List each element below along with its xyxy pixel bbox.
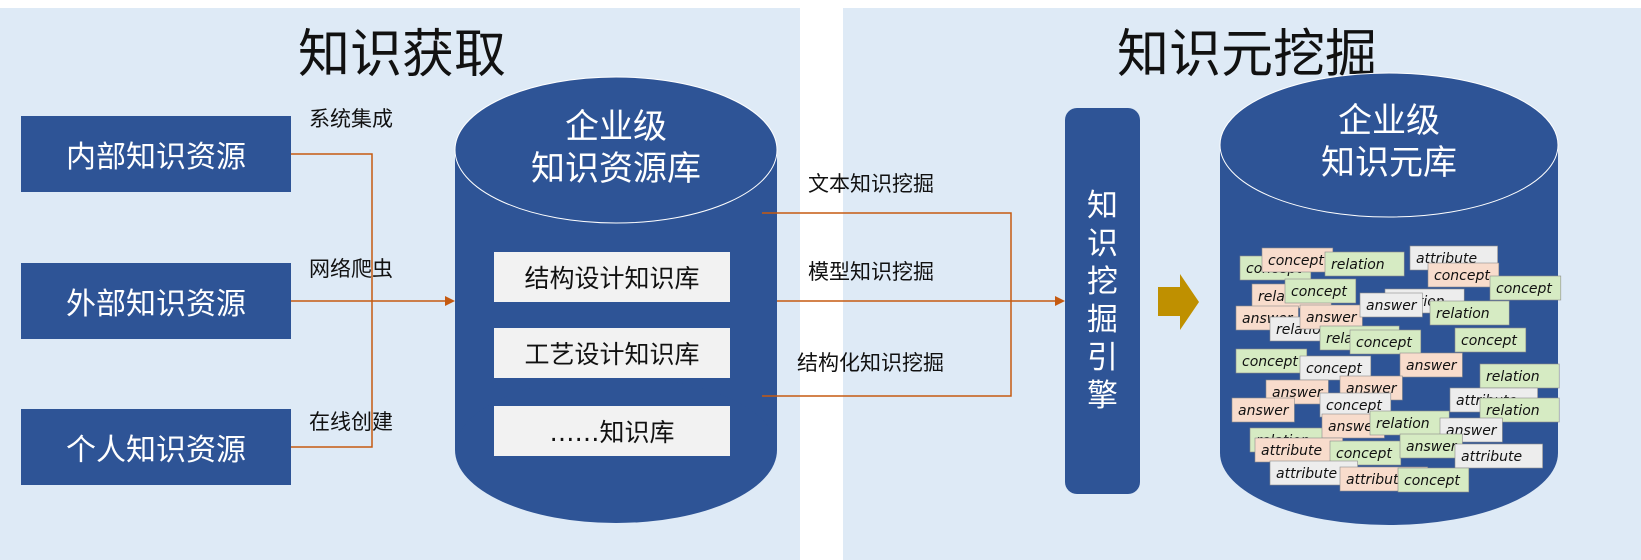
knowledge-element-card: concept	[1349, 329, 1422, 355]
card-label: relation	[1331, 257, 1385, 273]
card-label: relation	[1436, 306, 1490, 322]
card-background	[1261, 247, 1334, 273]
knowledge-element-card: concept	[1284, 278, 1357, 304]
card-label: answer	[1328, 419, 1380, 435]
knowledge-element-card: concept	[1235, 348, 1308, 374]
mining-connector	[762, 212, 1065, 397]
card-background	[1284, 278, 1357, 304]
card-label: attribute	[1461, 449, 1522, 465]
card-label: concept	[1268, 253, 1324, 269]
card-label: concept	[1242, 354, 1298, 370]
card-background	[1454, 443, 1543, 469]
knowledge-element-card: concept	[1397, 467, 1470, 493]
knowledge-element-card: concept	[1427, 262, 1500, 288]
internal-knowledge-source-box: 内部知识资源	[21, 116, 291, 192]
engine-char: 擎	[1087, 378, 1118, 414]
engine-char: 挖	[1087, 264, 1118, 300]
engine-char: 识	[1087, 226, 1118, 262]
knowledge-element-card: attribute	[1454, 443, 1543, 469]
knowledge-element-database-title-line1: 企业级	[1338, 101, 1440, 141]
knowledge-element-card: attribute	[1254, 437, 1343, 463]
card-background	[1349, 329, 1422, 355]
card-background	[1439, 417, 1503, 443]
card-label: relation	[1376, 416, 1430, 432]
engine-char: 掘	[1087, 302, 1118, 338]
knowledge-element-card: concept	[1489, 275, 1562, 301]
mining-title: 知识元挖掘	[1117, 25, 1378, 85]
card-label: answer	[1272, 385, 1324, 401]
card-label: answer	[1366, 298, 1418, 314]
knowledge-element-card: concept	[1454, 327, 1527, 353]
method-label-system-integration: 系统集成	[309, 107, 393, 131]
knowledge-element-card: answer	[1299, 304, 1363, 330]
knowledge-element-card: concept	[1261, 247, 1334, 273]
card-background	[1399, 433, 1463, 459]
knowledge-element-card: relation	[1429, 300, 1510, 326]
acquisition-title: 知识获取	[298, 25, 507, 85]
card-label: attribute	[1346, 472, 1407, 488]
knowledge-element-card: answer	[1399, 433, 1463, 459]
mining-label-structured: 结构化知识挖掘	[797, 351, 944, 375]
engine-char: 知	[1087, 188, 1118, 224]
knowledge-element-card: answer	[1359, 292, 1423, 318]
card-label: answer	[1406, 439, 1458, 455]
card-background	[1369, 410, 1450, 436]
card-background	[1359, 292, 1423, 318]
engine-char: 引	[1087, 340, 1118, 376]
card-label: attribute	[1276, 466, 1337, 482]
card-background	[1489, 275, 1562, 301]
knowledge-element-card: answer	[1231, 397, 1295, 423]
card-label: concept	[1336, 446, 1392, 462]
card-label: relation	[1486, 403, 1540, 419]
card-label: relation	[1486, 369, 1540, 385]
method-label-online-creation: 在线创建	[309, 410, 393, 434]
flow-arrow-icon	[1158, 274, 1199, 330]
card-label: answer	[1238, 403, 1290, 419]
card-label: concept	[1291, 284, 1347, 300]
card-background	[1399, 352, 1463, 378]
card-label: concept	[1496, 281, 1552, 297]
external-knowledge-source-box: 外部知识资源	[21, 263, 291, 339]
knowledge-element-card: relation	[1324, 251, 1405, 277]
card-background	[1429, 300, 1510, 326]
card-background	[1231, 397, 1295, 423]
card-label: concept	[1306, 361, 1362, 377]
source-connector	[291, 153, 455, 448]
resource-database-title-line1: 企业级	[565, 107, 667, 147]
card-label: concept	[1461, 333, 1517, 349]
card-label: concept	[1356, 335, 1412, 351]
other-kb-box: ……知识库	[494, 406, 730, 456]
card-label: concept	[1434, 268, 1490, 284]
card-background	[1397, 467, 1470, 493]
card-background	[1427, 262, 1500, 288]
method-label-web-crawler: 网络爬虫	[309, 257, 393, 281]
process-design-kb-box: 工艺设计知识库	[494, 328, 730, 378]
card-background	[1324, 251, 1405, 277]
knowledge-element-card: answer	[1439, 417, 1503, 443]
personal-knowledge-source-box: 个人知识资源	[21, 409, 291, 485]
mining-engine-box: 知 识 挖 掘 引 擎	[1065, 108, 1140, 494]
knowledge-element-card: relation	[1369, 410, 1450, 436]
resource-database-title-line2: 知识资源库	[531, 149, 701, 189]
card-background	[1254, 437, 1343, 463]
mining-label-model: 模型知识挖掘	[808, 260, 934, 284]
knowledge-element-database-title-line2: 知识元库	[1321, 143, 1457, 183]
card-label: concept	[1404, 473, 1460, 489]
card-label: concept	[1326, 398, 1382, 414]
knowledge-element-card: answer	[1399, 352, 1463, 378]
card-background	[1454, 327, 1527, 353]
mining-label-text: 文本知识挖掘	[808, 172, 934, 196]
knowledge-element-cards: concept concept relation attribute relation c…	[1231, 245, 1562, 493]
card-label: attribute	[1261, 443, 1322, 459]
card-label: answer	[1406, 358, 1458, 374]
structure-design-kb-box: 结构设计知识库	[494, 252, 730, 302]
knowledge-element-card: relation	[1479, 363, 1560, 389]
card-label: answer	[1306, 310, 1358, 326]
knowledge-element-database-title: 企业级 知识元库	[1220, 100, 1558, 184]
resource-database-title: 企业级 知识资源库	[455, 106, 777, 190]
